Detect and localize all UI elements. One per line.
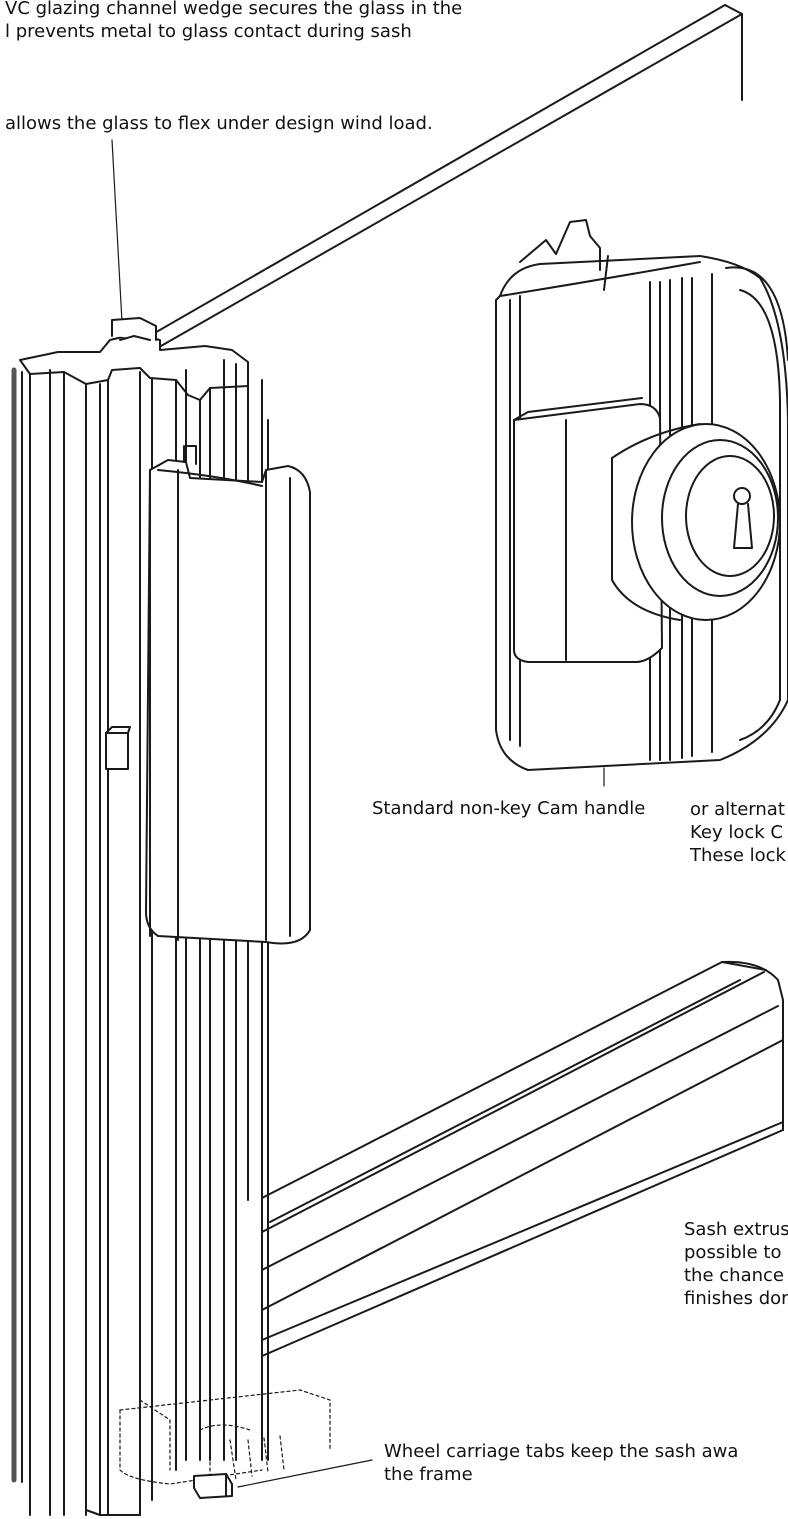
sash-extrusion-line-2: possible to — [684, 1242, 782, 1263]
alt-lock-line-1: or alternat — [690, 799, 785, 820]
bottom-rail — [261, 960, 784, 1357]
sash-extrusion-line-4: finishes dor — [684, 1288, 788, 1309]
leader-wheel-carriage — [237, 1459, 373, 1488]
glazing-wedge-line-1: VC glazing channel wedge secures the gla… — [5, 0, 463, 19]
cam-handle-label: Standard non-key Cam handle — [372, 798, 646, 819]
sash-extrusion-line-3: the chance — [684, 1265, 784, 1286]
glazing-wedge-label: VC glazing channel wedge secures the gla… — [5, 0, 462, 43]
key-lock — [495, 219, 788, 771]
leader-lines — [111, 139, 605, 1488]
glass-flex-label: allows the glass to flex under design wi… — [5, 113, 433, 134]
wheel-carriage-line-2: the frame — [384, 1464, 473, 1485]
alt-lock-label: or alternat Key lock C These lock — [690, 798, 786, 867]
glass-pane — [124, 4, 743, 359]
cam-handle — [145, 445, 311, 945]
leader-glass-flex — [111, 139, 123, 323]
glazing-wedge-line-2: l prevents metal to glass contact during… — [5, 21, 412, 42]
wheel-carriage-label: Wheel carriage tabs keep the sash awa th… — [384, 1440, 738, 1486]
alt-lock-line-2: Key lock C — [690, 822, 783, 843]
wheel-carriage — [119, 1389, 331, 1485]
wheel-carriage-tab — [193, 1473, 233, 1499]
sash-extrusion-line-1: Sash extrus — [684, 1219, 788, 1240]
alt-lock-line-3: These lock — [690, 845, 786, 866]
sash-extrusion-label: Sash extrus possible to the chance finis… — [684, 1218, 788, 1310]
wheel-carriage-line-1: Wheel carriage tabs keep the sash awa — [384, 1441, 739, 1462]
